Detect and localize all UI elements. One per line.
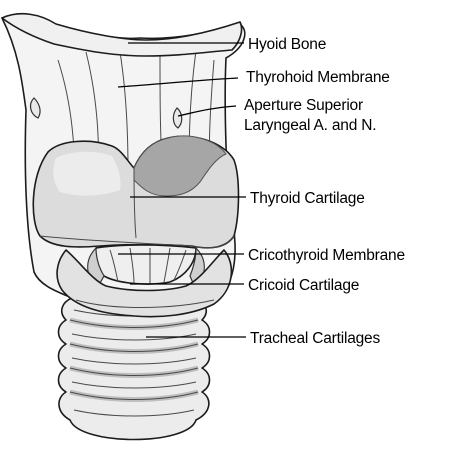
label-aperture-line2: Laryngeal A. and N. xyxy=(244,117,376,134)
label-hyoid-bone: Hyoid Bone xyxy=(248,36,326,53)
label-thyroid-cartilage: Thyroid Cartilage xyxy=(250,190,365,207)
label-tracheal-cartilages: Tracheal Cartilages xyxy=(250,330,380,347)
label-thyrohoid-membrane: Thyrohoid Membrane xyxy=(246,69,390,86)
trachea xyxy=(59,298,210,440)
label-aperture-line1: Aperture Superior xyxy=(244,97,363,114)
label-cricothyroid-membrane: Cricothyroid Membrane xyxy=(248,247,405,264)
label-cricoid-cartilage: Cricoid Cartilage xyxy=(248,277,359,294)
labels: Hyoid Bone Thyrohoid Membrane Aperture S… xyxy=(244,36,405,347)
